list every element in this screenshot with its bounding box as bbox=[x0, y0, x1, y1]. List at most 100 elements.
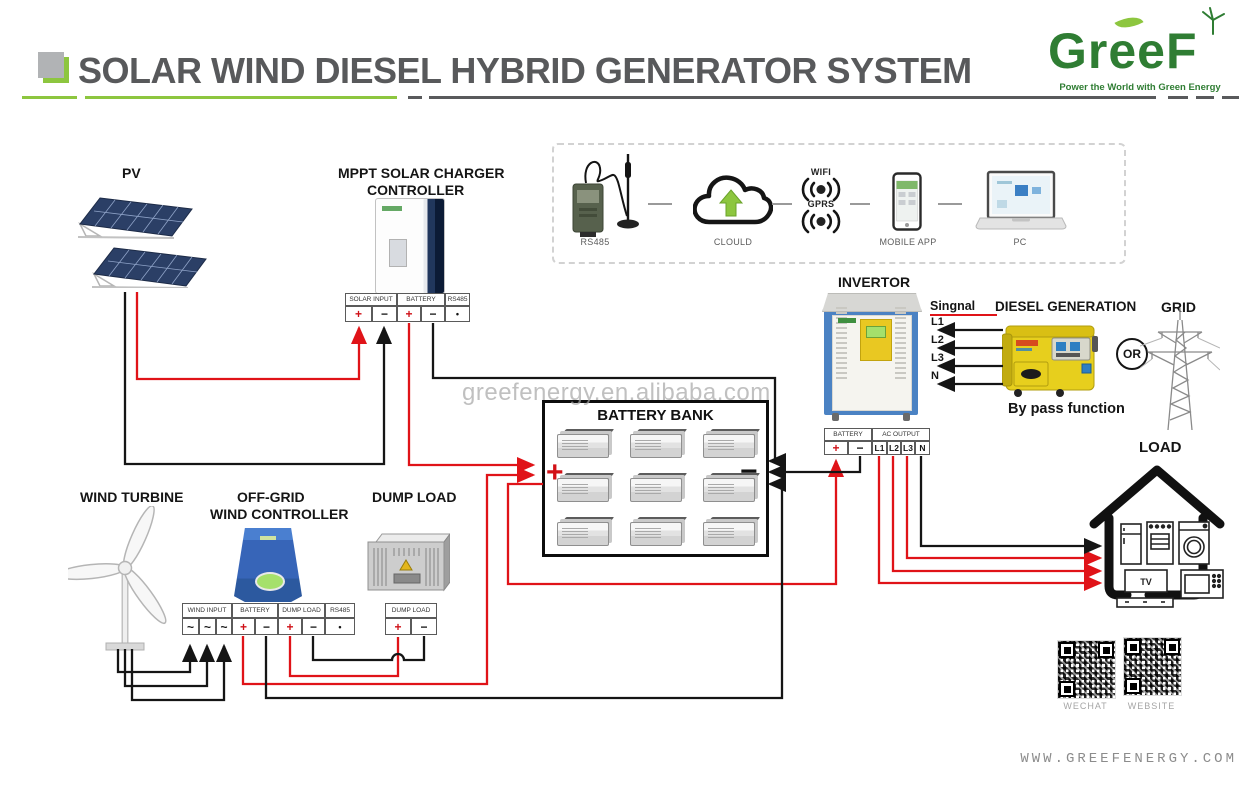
pc-label: PC bbox=[1013, 237, 1027, 247]
terminal-group-label: RS485 bbox=[325, 603, 355, 618]
pv-label: PV bbox=[122, 165, 141, 181]
or-badge: OR bbox=[1116, 338, 1148, 370]
wifi-label: WIFI bbox=[810, 167, 832, 177]
mobile-phone-icon bbox=[892, 172, 922, 231]
wire-dump-load-negative bbox=[311, 636, 426, 662]
battery-unit bbox=[630, 473, 688, 502]
mppt-title-line1: MPPT SOLAR CHARGER bbox=[338, 165, 505, 181]
terminal-cell: ~ bbox=[182, 618, 199, 635]
wire-ac-l1 bbox=[877, 456, 1103, 592]
invertor-screen bbox=[866, 326, 886, 338]
terminal-cell: − bbox=[411, 618, 437, 635]
title-rule-dash-1 bbox=[1168, 96, 1188, 99]
title-rule-green-short bbox=[22, 96, 77, 99]
page-title: SOLAR WIND DIESEL HYBRID GENERATOR SYSTE… bbox=[78, 50, 972, 91]
invertor-foot bbox=[832, 413, 839, 421]
terminal-cell: + bbox=[278, 618, 302, 635]
title-rule-dash-3 bbox=[1222, 96, 1239, 99]
battery-unit bbox=[630, 429, 688, 458]
wind-controller-device bbox=[234, 528, 302, 602]
terminal-cell: L3 bbox=[901, 441, 915, 455]
invertor-device bbox=[822, 293, 922, 421]
battery-unit bbox=[557, 517, 615, 546]
gprs-signal-icon bbox=[801, 209, 841, 234]
dump-load-terminal-block: DUMP LOAD + − bbox=[385, 603, 437, 635]
signal-line-label: L1 bbox=[931, 316, 944, 328]
wind-controller-terminal-block: WIND INPUT BATTERY DUMP LOAD RS485 ~ ~ ~… bbox=[182, 603, 355, 635]
terminal-cell: • bbox=[445, 306, 470, 322]
wind-controller-title-line2: WIND CONTROLLER bbox=[210, 506, 349, 522]
bypass-function-label: By pass function bbox=[1008, 401, 1125, 417]
mppt-display bbox=[389, 239, 407, 267]
brand-tagline: Power the World with Green Energy bbox=[1059, 82, 1221, 93]
connector-dash-2 bbox=[772, 203, 792, 205]
laptop-icon bbox=[975, 170, 1067, 230]
wind-controller-title-line1: OFF-GRID bbox=[237, 489, 305, 505]
terminal-cell: + bbox=[385, 618, 411, 635]
wechat-qr-code bbox=[1057, 640, 1116, 699]
diesel-generator-icon bbox=[1002, 325, 1098, 397]
connector-dash-3 bbox=[850, 203, 870, 205]
battery-unit bbox=[703, 429, 761, 458]
invertor-terminal-block: BATTERY AC OUTPUT + − L1 L2 L3 N bbox=[824, 428, 930, 455]
signal-line-label: L2 bbox=[931, 334, 944, 346]
invertor-logo bbox=[838, 318, 856, 323]
title-rule-gray bbox=[429, 96, 1156, 99]
terminal-cell: − bbox=[255, 618, 278, 635]
terminal-group-label: WIND INPUT bbox=[182, 603, 232, 618]
rs485-label: RS485 bbox=[580, 237, 610, 247]
battery-unit bbox=[630, 517, 688, 546]
terminal-group-label: SOLAR INPUT bbox=[345, 293, 397, 306]
wind-turbine-icon bbox=[68, 506, 167, 651]
cloud-icon bbox=[693, 175, 773, 225]
pv-panels-icon bbox=[77, 197, 207, 288]
connector-dash-4 bbox=[938, 203, 962, 205]
wifi-signal-icon bbox=[801, 177, 841, 202]
terminal-group-label: DUMP LOAD bbox=[278, 603, 325, 618]
mppt-logo bbox=[382, 206, 402, 211]
battery-grid bbox=[557, 429, 761, 546]
battery-unit bbox=[557, 429, 615, 458]
website-label: WEBSITE bbox=[1127, 701, 1176, 711]
mppt-controller-device bbox=[375, 198, 445, 294]
tv-label: TV bbox=[1140, 577, 1152, 587]
connector-dash-1 bbox=[648, 203, 672, 205]
terminal-group-label: BATTERY bbox=[824, 428, 872, 441]
terminal-group-label: RS485 bbox=[445, 293, 470, 306]
brand-name: GreeF bbox=[1048, 23, 1198, 79]
title-rule-gray-short bbox=[408, 96, 422, 99]
terminal-cell: − bbox=[421, 306, 445, 322]
signal-line-label: L3 bbox=[931, 352, 944, 364]
mppt-title-line2: CONTROLLER bbox=[367, 182, 465, 198]
wechat-label: WECHAT bbox=[1063, 701, 1108, 711]
invertor-vents-right bbox=[895, 307, 906, 379]
mppt-terminal-block: SOLAR INPUT BATTERY RS485 + − + − • bbox=[345, 293, 470, 322]
wire-ac-neutral bbox=[919, 456, 1103, 555]
gprs-label: GPRS bbox=[807, 199, 835, 209]
wire-dump-load-positive bbox=[288, 636, 400, 678]
cloud-label: CLOULD bbox=[713, 237, 753, 247]
signal-label: Singnal bbox=[930, 299, 976, 313]
wind-controller-logo bbox=[260, 536, 276, 540]
watermark: greefenergy.en.alibaba.com bbox=[462, 379, 771, 406]
terminal-group-label: DUMP LOAD bbox=[385, 603, 437, 618]
wire-pv-positive bbox=[135, 292, 368, 381]
invertor-label: INVERTOR bbox=[838, 274, 911, 290]
terminal-group-label: BATTERY bbox=[232, 603, 278, 618]
terminal-cell: − bbox=[302, 618, 325, 635]
load-label: LOAD bbox=[1139, 439, 1182, 456]
terminal-cell: + bbox=[345, 306, 372, 322]
wire-ac-l3 bbox=[905, 456, 1103, 567]
invertor-foot bbox=[903, 413, 910, 421]
bank-minus-terminal: − bbox=[740, 455, 758, 488]
tv-icon bbox=[1124, 569, 1168, 593]
mobile-app-label: MOBILE APP bbox=[879, 237, 937, 247]
grid-tower-icon bbox=[1140, 308, 1220, 431]
title-rule-green bbox=[85, 96, 397, 99]
terminal-cell: + bbox=[824, 441, 848, 455]
terminal-cell: + bbox=[397, 306, 421, 322]
terminal-cell: − bbox=[848, 441, 872, 455]
title-rule-dash-2 bbox=[1196, 96, 1214, 99]
terminal-cell: L2 bbox=[887, 441, 901, 455]
